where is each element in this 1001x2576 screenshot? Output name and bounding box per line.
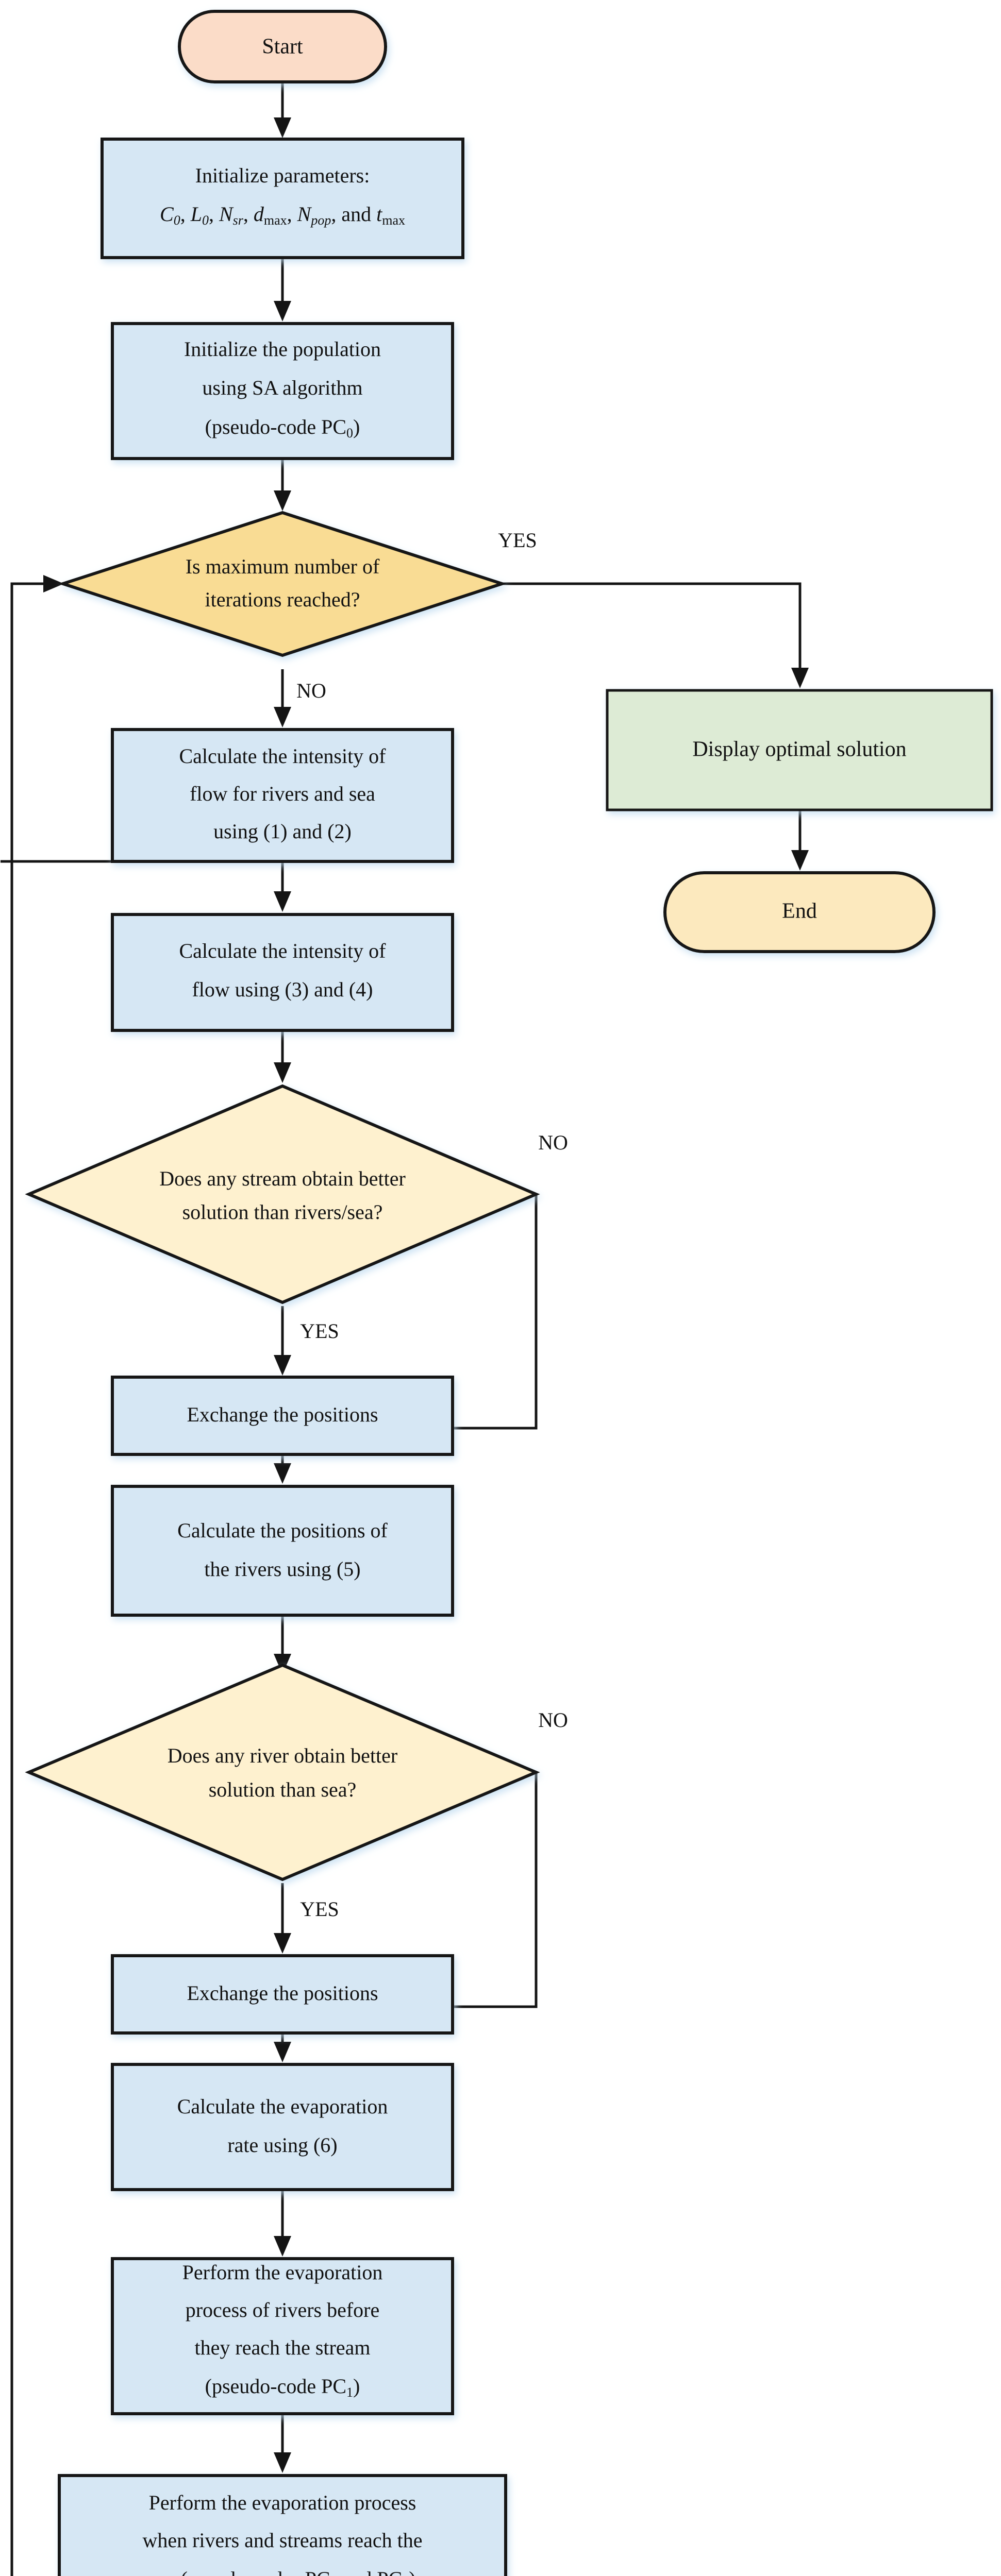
node-start[interactable]: Start xyxy=(178,10,387,83)
exchange-positions-1-label: Exchange the positions xyxy=(187,1403,378,1426)
init-params-line-2: C0, L0, Nsr, dmax, Npop, and tmax xyxy=(160,202,405,228)
evaporation-sea-line-1: Perform the evaporation process xyxy=(149,2491,416,2514)
end-label: End xyxy=(782,900,817,923)
calc-evaporation-rate-shape[interactable] xyxy=(111,2063,454,2191)
evaporation-rivers-line-2: process of rivers before xyxy=(186,2298,380,2321)
calc-flow-rivers-sea-shape[interactable] xyxy=(111,728,454,863)
decision-stream-better-line-1: Does any stream obtain better xyxy=(159,1167,406,1190)
display-optimal-solution-label: Display optimal solution xyxy=(692,738,906,761)
evaporation-rivers-line-1: Perform the evaporation xyxy=(182,2261,383,2284)
decision-river-better-shape[interactable] xyxy=(25,1663,540,1882)
node-init-population[interactable]: Initialize the population using SA algor… xyxy=(111,322,454,460)
exchange-positions-1-shape[interactable] xyxy=(111,1376,454,1456)
node-display-optimal-solution[interactable]: Display optimal solution xyxy=(606,689,993,811)
arrow-decision2-yes-to-exchange1 xyxy=(274,1355,291,1376)
evaporation-rivers-line-4: (pseudo-code PC1) xyxy=(205,2375,360,2400)
arrow-start-to-init-params xyxy=(274,117,291,138)
node-calc-evaporation-rate[interactable]: Calculate the evaporation rate using (6) xyxy=(111,2063,454,2191)
node-evaporation-rivers[interactable]: Perform the evaporation process of river… xyxy=(111,2257,454,2415)
end-shape[interactable] xyxy=(663,871,936,953)
start-shape[interactable] xyxy=(178,10,387,83)
node-init-params[interactable]: Initialize parameters: C0, L0, Nsr, dmax… xyxy=(101,138,464,259)
init-population-line-1: Initialize the population xyxy=(184,337,381,361)
edge-labels-layer: YES NO NO YES NO YES xyxy=(296,529,568,1921)
calc-river-positions-shape[interactable] xyxy=(111,1485,454,1617)
arrow-exchange1-to-calcriver xyxy=(274,1463,291,1484)
init-params-shape[interactable] xyxy=(101,138,464,259)
calc-flow-rivers-sea-line-3: using (1) and (2) xyxy=(213,820,352,843)
edge-label-yes-river-better: YES xyxy=(300,1897,339,1921)
decision-max-iterations-line-2: iterations reached? xyxy=(205,588,360,611)
decision-river-better-line-1: Does any river obtain better xyxy=(168,1744,398,1767)
arrow-decision1-no-to-calcflow xyxy=(274,707,291,727)
decision-stream-better-line-2: solution than rivers/sea? xyxy=(182,1200,383,1224)
calc-flow-3-4-line-2: flow using (3) and (4) xyxy=(192,978,373,1001)
decision-stream-better-shape[interactable] xyxy=(25,1084,540,1304)
evaporation-sea-line-3: sea (pseudo-codes PC2 and PC3) xyxy=(149,2567,415,2576)
calc-flow-3-4-line-1: Calculate the intensity of xyxy=(179,939,387,962)
arrow-exchange2-to-evaprate xyxy=(274,2042,291,2062)
arrow-calcflow1-to-calcflow2 xyxy=(274,891,291,912)
edge-decision1-yes-to-display xyxy=(502,582,802,675)
arrow-loop-back-to-decision1 xyxy=(43,575,64,592)
edge-label-no-max-iterations: NO xyxy=(296,679,326,702)
node-decision-river-better[interactable]: Does any river obtain better solution th… xyxy=(25,1663,540,1882)
node-calc-flow-3-4[interactable]: Calculate the intensity of flow using (3… xyxy=(111,913,454,1032)
arrow-display-to-end xyxy=(791,850,809,871)
edge-label-no-stream-better: NO xyxy=(538,1131,568,1154)
calc-evaporation-rate-line-1: Calculate the evaporation xyxy=(177,2095,388,2118)
init-params-line-1: Initialize parameters: xyxy=(195,164,370,187)
edge-label-yes-stream-better: YES xyxy=(300,1319,339,1343)
init-population-shape[interactable] xyxy=(111,322,454,460)
display-optimal-solution-shape[interactable] xyxy=(606,689,993,811)
decision-max-iterations-shape[interactable] xyxy=(58,511,507,657)
calc-river-positions-line-2: the rivers using (5) xyxy=(204,1557,360,1581)
node-end[interactable]: End xyxy=(663,871,936,953)
calc-river-positions-line-1: Calculate the positions of xyxy=(177,1519,388,1542)
exchange-positions-2-label: Exchange the positions xyxy=(187,1981,378,2005)
calc-flow-rivers-sea-line-1: Calculate the intensity of xyxy=(179,744,387,768)
start-label: Start xyxy=(262,35,303,59)
calc-evaporation-rate-line-2: rate using (6) xyxy=(227,2133,337,2157)
edge-label-no-river-better: NO xyxy=(538,1708,568,1732)
evaporation-rivers-shape[interactable] xyxy=(111,2257,454,2415)
arrow-decision1-yes-to-display xyxy=(791,668,809,688)
arrow-decision3-yes-to-exchange2 xyxy=(274,1933,291,1954)
calc-flow-3-4-shape[interactable] xyxy=(111,913,454,1032)
decision-river-better-line-2: solution than sea? xyxy=(209,1778,357,1801)
evaporation-rivers-line-3: they reach the stream xyxy=(195,2336,371,2359)
node-calc-flow-rivers-sea[interactable]: Calculate the intensity of flow for rive… xyxy=(111,728,454,863)
node-evaporation-sea[interactable]: Perform the evaporation process when riv… xyxy=(58,2474,507,2576)
evaporation-sea-line-2: when rivers and streams reach the xyxy=(142,2529,422,2552)
arrow-population-to-decision1 xyxy=(274,490,291,511)
node-decision-stream-better[interactable]: Does any stream obtain better solution t… xyxy=(25,1084,540,1304)
init-population-line-3: (pseudo-code PC0) xyxy=(205,415,360,440)
arrow-calcflow2-to-decision2 xyxy=(274,1062,291,1083)
edge-loop-back-to-decision1 xyxy=(10,582,52,2576)
arrow-init-params-to-population xyxy=(274,301,291,321)
node-exchange-positions-1[interactable]: Exchange the positions xyxy=(111,1376,454,1456)
node-decision-max-iterations[interactable]: Is maximum number of iterations reached? xyxy=(58,511,507,657)
arrow-evaprivers-to-evapsea xyxy=(274,2452,291,2473)
exchange-positions-2-shape[interactable] xyxy=(111,1954,454,2035)
node-calc-river-positions[interactable]: Calculate the positions of the rivers us… xyxy=(111,1485,454,1617)
calc-flow-rivers-sea-line-2: flow for rivers and sea xyxy=(190,782,375,805)
evaporation-sea-shape[interactable] xyxy=(58,2474,507,2576)
node-exchange-positions-2[interactable]: Exchange the positions xyxy=(111,1954,454,2035)
arrow-evaprate-to-evaprivers xyxy=(274,2236,291,2257)
decision-max-iterations-line-1: Is maximum number of xyxy=(186,555,380,578)
edge-label-yes-max-iterations: YES xyxy=(498,529,537,552)
init-population-line-2: using SA algorithm xyxy=(202,376,362,399)
